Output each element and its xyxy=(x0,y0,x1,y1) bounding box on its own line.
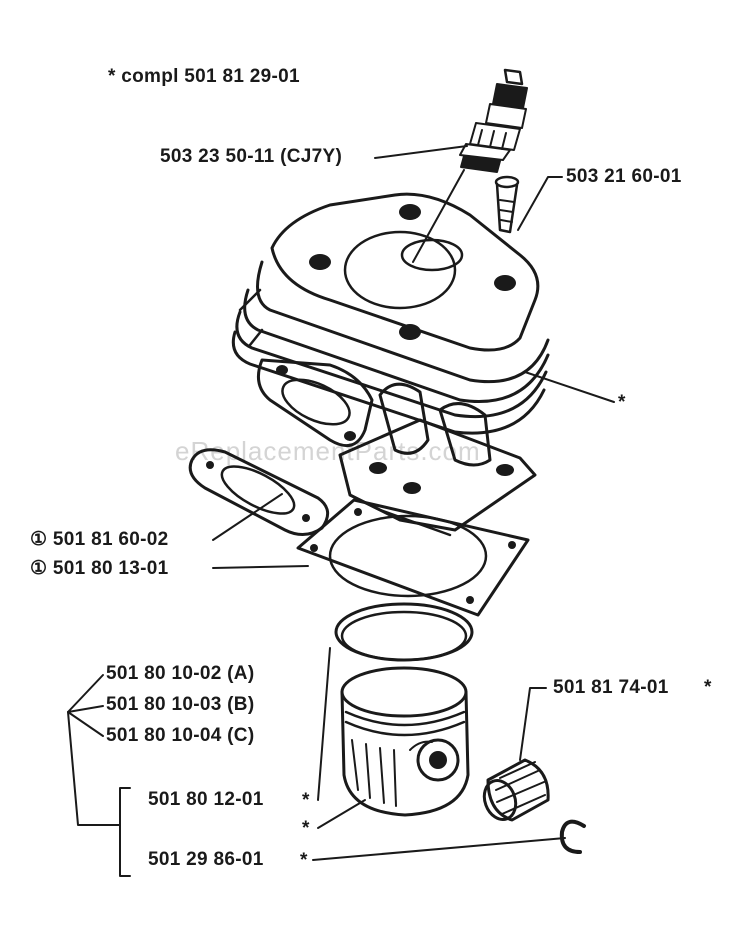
piston-b-part-label: 501 80 10-03 (B) xyxy=(106,694,255,715)
needle-bearing-star-marker: * xyxy=(704,677,712,698)
circlip-star-marker: * xyxy=(300,850,308,871)
piston-drawing xyxy=(340,666,470,817)
base-gasket-part-label: ① 501 80 13-01 xyxy=(30,558,169,579)
piston-c-part-label: 501 80 10-04 (C) xyxy=(106,725,255,746)
spark-plug-part-label: 503 23 50-11 (CJ7Y) xyxy=(160,146,343,167)
circlip-drawing xyxy=(559,819,586,854)
piston-ring-drawing xyxy=(334,602,474,662)
piston-a-part-label: 501 80 10-02 (A) xyxy=(106,663,255,684)
spark-plug-drawing xyxy=(459,68,528,173)
exhaust-gasket-part-label: ① 501 81 60-02 xyxy=(30,529,169,550)
exhaust-gasket-drawing xyxy=(188,448,330,536)
needle-bearing-drawing xyxy=(482,758,550,822)
cylinder-star-marker: * xyxy=(618,392,626,413)
base-gasket-drawing xyxy=(296,498,530,617)
circlip-part-label: 501 29 86-01 xyxy=(148,849,264,870)
decompression-valve-part-label: 503 21 60-01 xyxy=(566,166,682,187)
piston-ring-star-marker: * xyxy=(302,790,310,811)
assembly-complete-label: * compl 501 81 29-01 xyxy=(108,66,300,87)
cylinder-drawing xyxy=(231,192,550,537)
leader-lines xyxy=(67,145,615,877)
piston-ring-part-label: 501 80 12-01 xyxy=(148,789,264,810)
needle-bearing-part-label: 501 81 74-01 xyxy=(553,677,669,698)
decompression-valve-drawing xyxy=(494,175,520,234)
piston-star-marker: * xyxy=(302,818,310,839)
